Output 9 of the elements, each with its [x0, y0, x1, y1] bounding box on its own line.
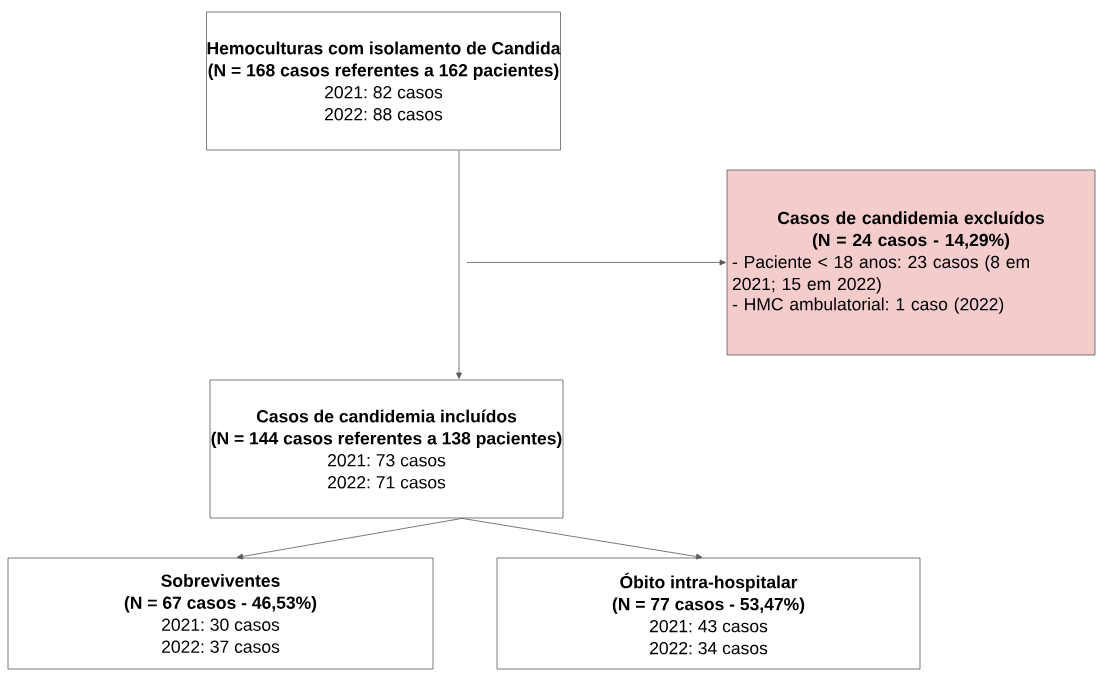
exclusion-box: Casos de candidemia excluídos (N = 24 casos - 14,29%) - Paciente < 18 anos: 23 casos (8 em 2021; 15 em 2022) - HMC ambulatorial: 1 caso (2022) [726, 169, 1096, 356]
process-box: Hemoculturas com isolamento de Candida (N = 168 casos referentes a 162 pacientes) 2021: 82 casos 2022: 88 casos [206, 11, 561, 151]
arrow [461, 518, 703, 560]
arrow [456, 150, 462, 379]
arrow [236, 518, 463, 560]
process-box: Sobreviventes (N = 67 casos - 46,53%) 2021: 30 casos 2022: 37 casos [7, 557, 434, 670]
process-box: Casos de candidemia incluídos (N = 144 casos referentes a 138 pacientes) 2021: 73 casos 2022: 71 casos [209, 379, 564, 519]
process-box: Óbito intra-hospitalar (N = 77 casos - 53,47%) 2021: 43 casos 2022: 34 casos [496, 557, 921, 670]
arrow [466, 259, 726, 266]
